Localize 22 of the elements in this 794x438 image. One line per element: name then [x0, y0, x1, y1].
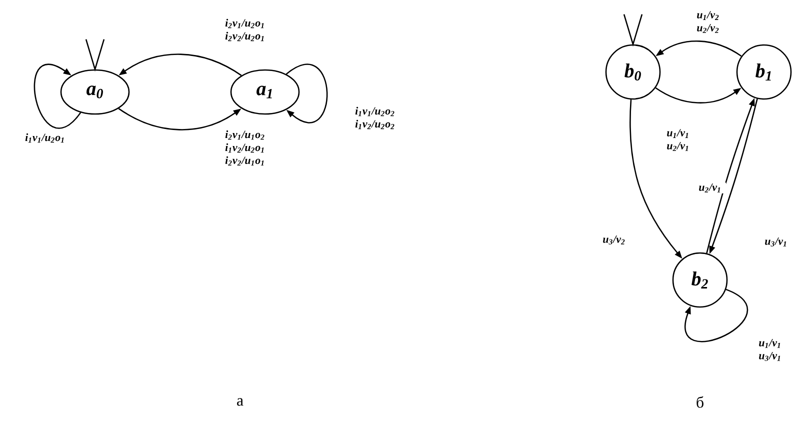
state-node: b$_{1}$ — [736, 44, 792, 100]
edge-label: i$_{2}$v$_{1}$/u$_{2}$o$_{1}$ i$_{2}$v$_{2}$/u$_{2}$o$_{1}$ — [222, 18, 268, 42]
start-marker — [623, 14, 643, 47]
state-node: b$_{2}$ — [672, 252, 728, 308]
edge-label: u$_{1}$/v$_{2}$ u$_{2}$/v$_{2}$ — [692, 10, 724, 34]
edge-label: u$_{1}$/v$_{1}$ u$_{2}$/v$_{1}$ — [662, 128, 694, 152]
state-node: a$_{0}$ — [60, 69, 130, 115]
edge-label: u$_{3}$/v$_{1}$ — [760, 236, 792, 248]
loop-arrow — [286, 64, 328, 124]
state-node: a$_{1}$ — [230, 69, 300, 115]
subfigure-label: а — [237, 398, 244, 406]
subfigure-label: б — [696, 396, 704, 408]
edge-label: u$_{3}$/v$_{2}$ — [598, 234, 630, 246]
edge-label: i$_{1}$v$_{1}$/u$_{2}$o$_{1}$ — [22, 132, 68, 144]
start-marker — [85, 39, 105, 72]
edge-label: i$_{1}$v$_{1}$/u$_{2}$o$_{2}$ i$_{1}$v$_{2}$/u$_{2}$o$_{2}$ — [352, 106, 398, 130]
edge-label: u$_{2}$/v$_{1}$ — [694, 182, 726, 194]
edge-label: i$_{2}$v$_{1}$/u$_{1}$o$_{2}$ i$_{1}$v$_{2}$/u$_{2}$o$_{1}$ i$_{2}$v$_{2}$/u$_{1}$o$_{1}$ — [222, 129, 268, 167]
edge-label: u$_{1}$/v$_{1}$ u$_{3}$/v$_{1}$ — [754, 338, 786, 362]
loop-arrow — [34, 64, 82, 129]
state-node: b$_{0}$ — [605, 44, 661, 100]
loop-arrow — [684, 288, 748, 342]
